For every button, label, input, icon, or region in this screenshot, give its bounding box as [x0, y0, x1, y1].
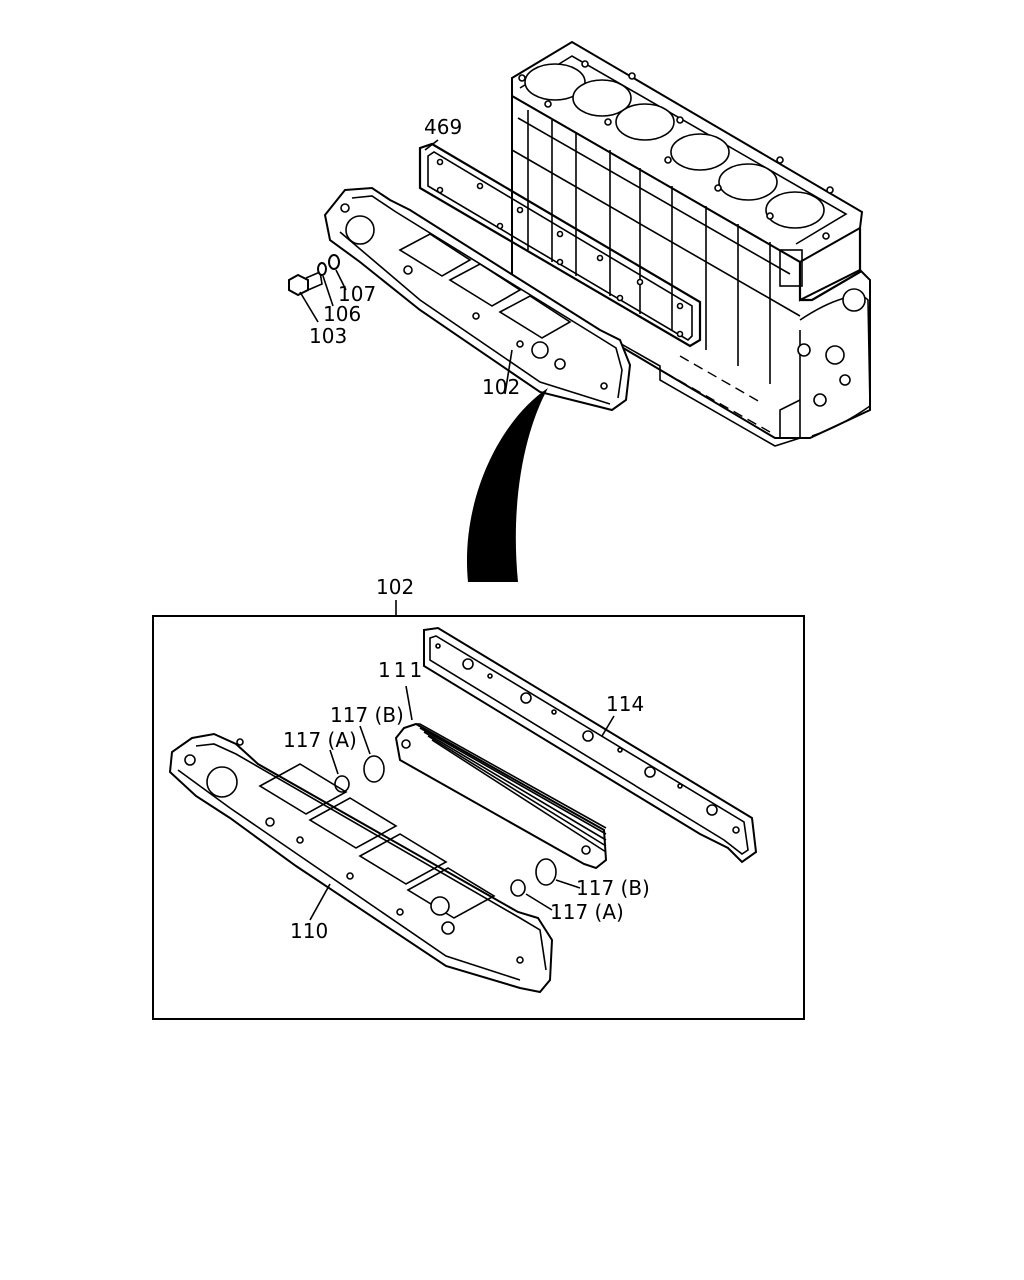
- label-117b-right: 117 (B): [576, 876, 650, 900]
- cooler-housing-110: [168, 732, 554, 994]
- o-ring-117b-right: [535, 858, 557, 886]
- curved-arrow: [466, 388, 548, 582]
- label-106: 106: [323, 302, 361, 326]
- label-114: 114: [606, 692, 644, 716]
- cooler-core-111: [394, 722, 608, 870]
- washer-106: [317, 262, 327, 276]
- cylinder-block: [511, 40, 871, 447]
- label-117b-left: 117 (B): [330, 703, 404, 727]
- o-ring-117b-left: [363, 755, 385, 783]
- label-110: 110: [290, 919, 328, 943]
- gasket-bolt-holes: [436, 158, 684, 338]
- label-117a-left: 117 (A): [283, 728, 357, 752]
- o-ring-117a-right: [510, 879, 526, 897]
- oil-cooler-assembly-top: [323, 186, 632, 412]
- label-117a-right: 117 (A): [550, 900, 624, 924]
- label-102-box: 102: [376, 575, 414, 599]
- plate-114: [423, 626, 758, 864]
- label-107: 107: [338, 282, 376, 306]
- detail-box: [152, 615, 805, 1020]
- label-469: 469: [424, 115, 462, 139]
- label-102-top: 102: [482, 375, 520, 399]
- bolt-103: [288, 270, 323, 297]
- head-bolt-holes: [518, 60, 834, 240]
- label-103: 103: [309, 324, 347, 348]
- o-ring-107: [328, 254, 340, 270]
- block-ribs: [517, 110, 791, 384]
- label-111: 111: [378, 658, 425, 682]
